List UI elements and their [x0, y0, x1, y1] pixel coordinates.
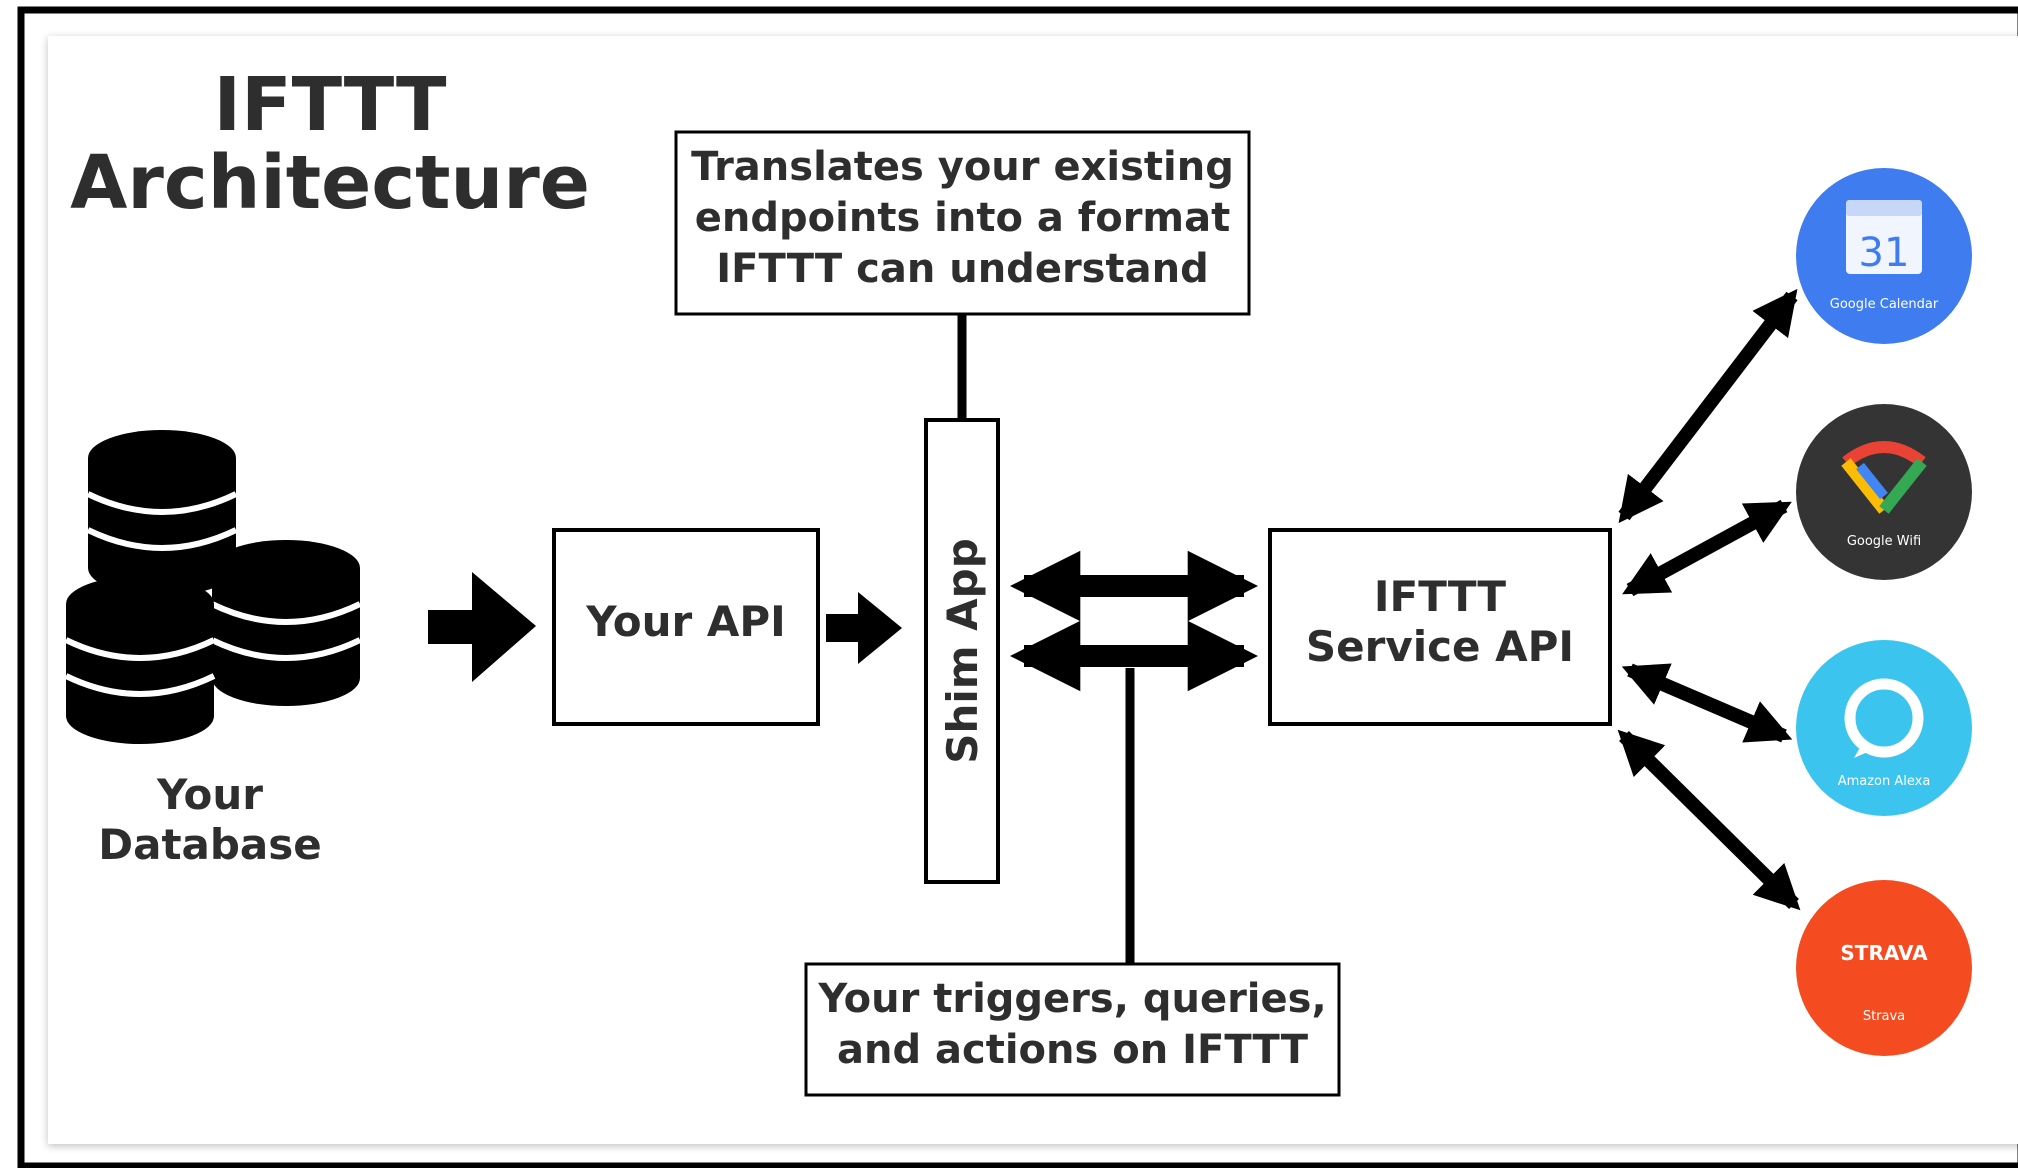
shim-note-box — [674, 130, 1251, 316]
google-calendar-caption: Google Calendar — [1830, 297, 1939, 312]
triggers-note-text: Your triggers, queries, and actions on I… — [808, 974, 1337, 1076]
ifttt-service-api-line-1: IFTTT — [1373, 572, 1507, 621]
database-icon — [64, 430, 362, 744]
your-api-label: Your API — [586, 597, 786, 646]
db-stack-right — [210, 540, 362, 706]
strava-caption: Strava — [1863, 1009, 1905, 1024]
arrows-ifttt-services — [1617, 288, 1801, 911]
strava-icon: STRAVA — [1796, 880, 1972, 1056]
shim-note-line-1: Translates your existing — [691, 144, 1234, 190]
arrow-to-strava — [1617, 729, 1801, 911]
arrow-to-amazon-alexa — [1621, 663, 1793, 743]
google-calendar-icon: 31 — [1796, 168, 1972, 344]
arrow-api-to-shim — [826, 592, 902, 664]
shim-note-line-3: IFTTT can understand — [716, 246, 1209, 293]
title-line-1: IFTTT — [213, 62, 447, 148]
google-wifi-icon — [1796, 404, 1972, 580]
google-calendar-badge: 31 — [1859, 230, 1910, 276]
arrow-to-google-wifi — [1622, 499, 1792, 597]
triggers-note-line-2: and actions on IFTTT — [836, 1027, 1309, 1074]
title-line-2: Architecture — [70, 140, 590, 226]
database-label: Your Database — [80, 770, 340, 869]
database-label-line-2: Database — [98, 819, 322, 869]
outer-frame — [17, 6, 2018, 1168]
arrow-to-google-calendar — [1618, 288, 1798, 524]
ifttt-service-api-label: IFTTT Service API — [1272, 572, 1608, 671]
shim-note-text: Translates your existing endpoints into … — [678, 142, 1247, 296]
page-title: IFTTT Architecture — [70, 68, 590, 220]
amazon-alexa-caption: Amazon Alexa — [1838, 774, 1931, 789]
arrows-shim-ifttt — [1009, 550, 1259, 692]
ifttt-service-api-line-2: Service API — [1305, 621, 1575, 671]
triggers-note-box — [804, 962, 1341, 1097]
google-wifi-caption: Google Wifi — [1847, 534, 1921, 549]
your-api-box — [552, 528, 820, 726]
triggers-note-line-1: Your triggers, queries, — [818, 976, 1327, 1022]
shim-app-label: Shim App — [938, 538, 987, 764]
strava-badge: STRAVA — [1840, 941, 1928, 965]
amazon-alexa-icon — [1796, 640, 1972, 816]
ifttt-service-api-box — [1268, 528, 1612, 726]
db-stack-left — [64, 576, 216, 744]
shim-note-line-2: endpoints into a format — [694, 195, 1231, 242]
database-label-line-1: Your — [156, 770, 264, 819]
arrow-db-to-api — [428, 572, 536, 682]
